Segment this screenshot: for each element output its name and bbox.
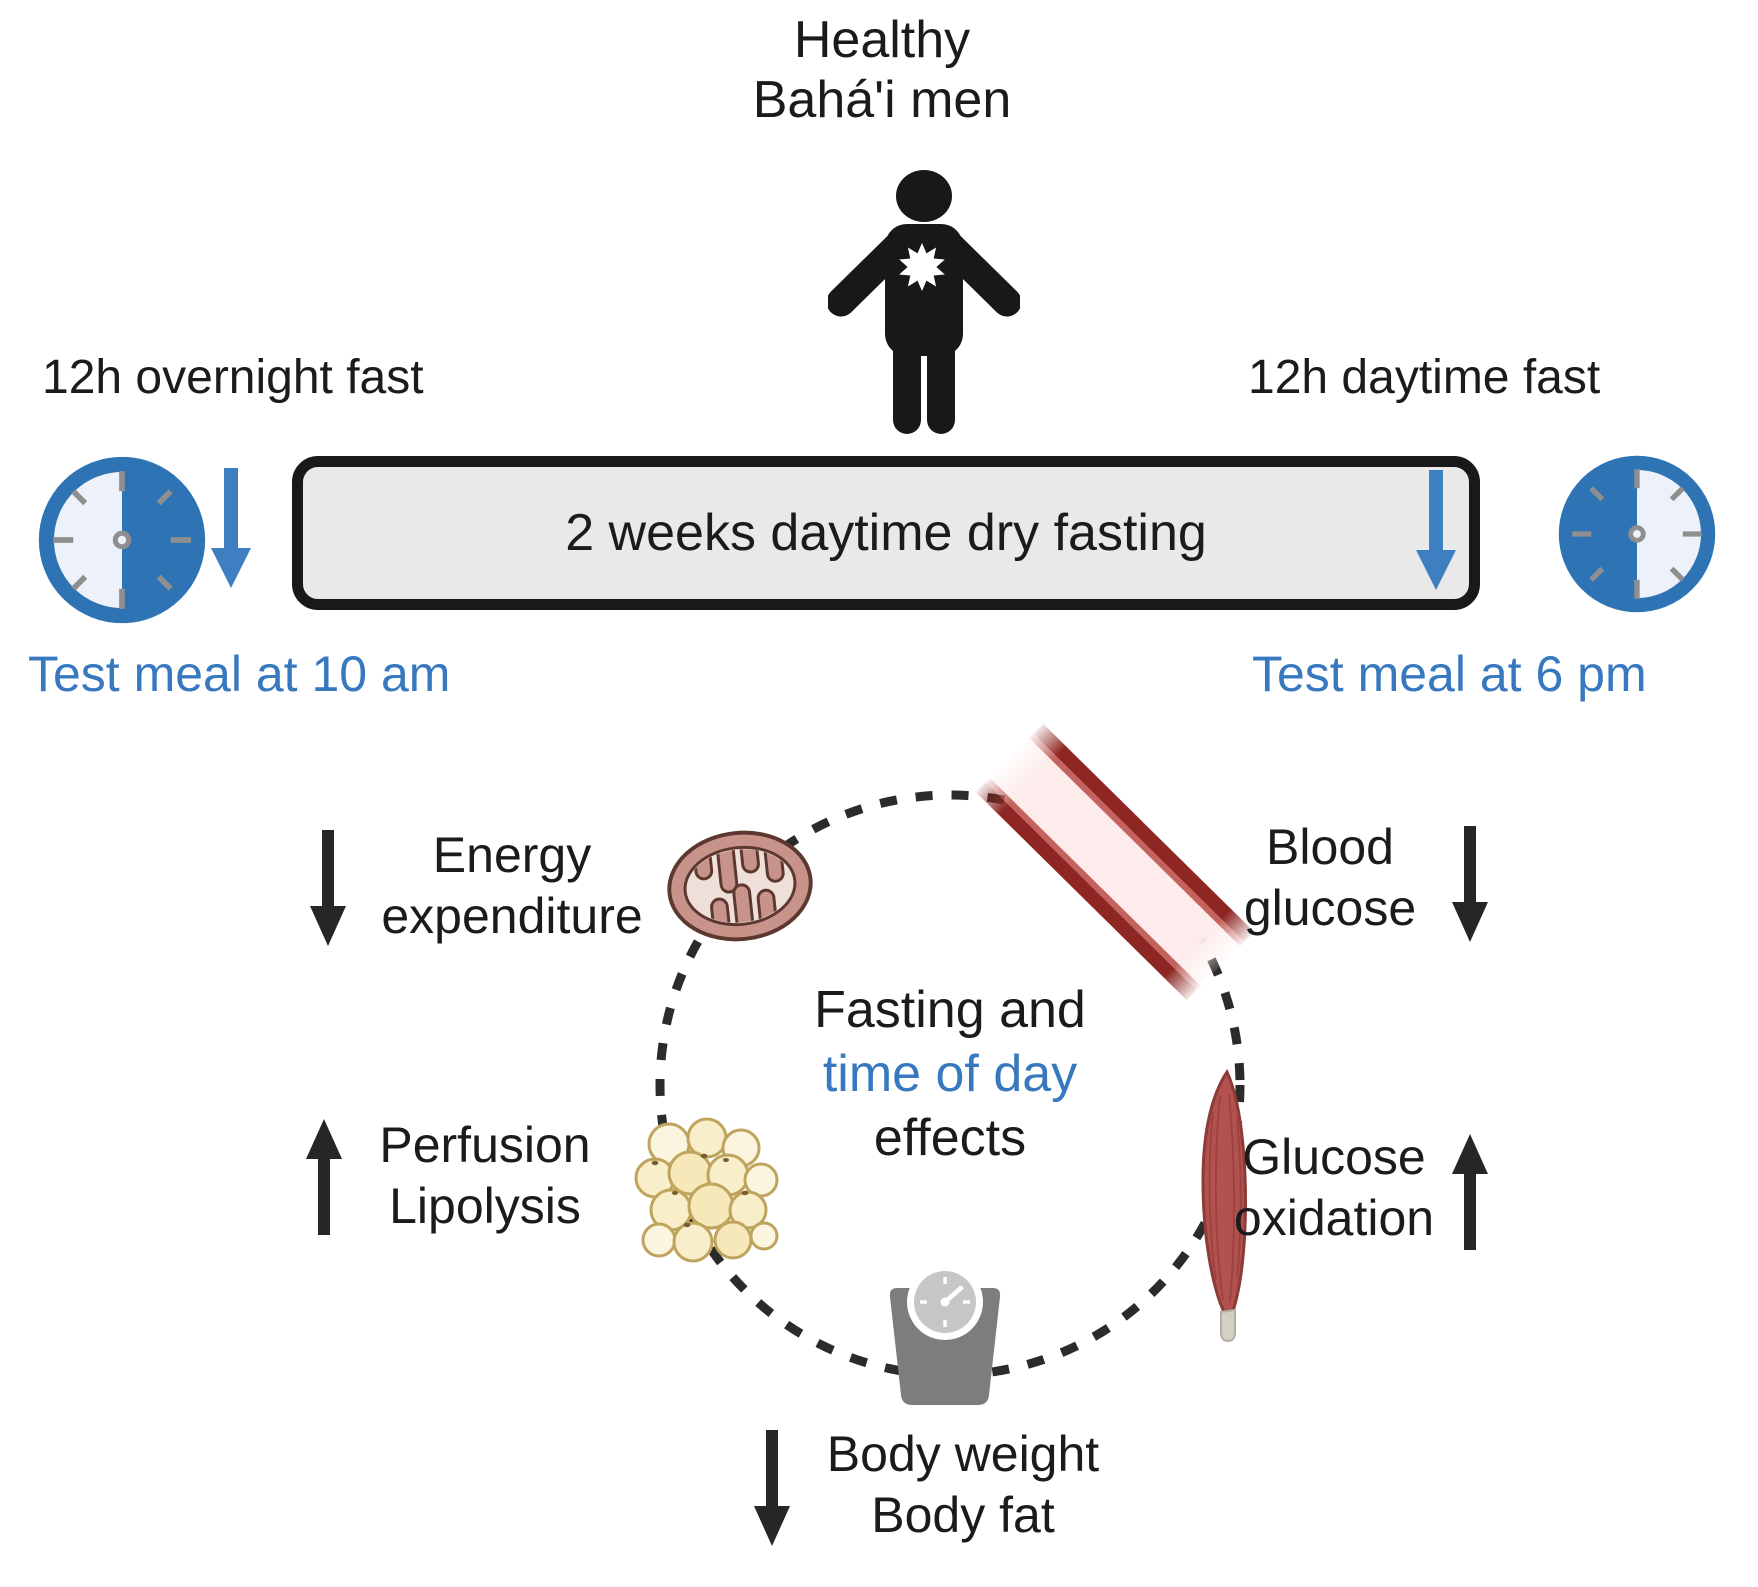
bahai-star-icon (899, 243, 945, 291)
perfusion-lipolysis-label: Perfusion Lipolysis (345, 1115, 625, 1237)
body-fat-line2: Body fat (871, 1487, 1055, 1543)
mitochondrion-icon (667, 830, 813, 942)
blood-glucose-line2: glucose (1243, 880, 1417, 936)
title-line1: Healthy (793, 11, 971, 69)
person-with-star-icon (828, 170, 1020, 434)
glucose-oxidation-line1: Glucose (1242, 1129, 1426, 1185)
meal-time-down-arrow-icon (211, 468, 251, 588)
perfusion-line1: Perfusion (379, 1117, 591, 1173)
fat-cells-icon (634, 1117, 779, 1263)
fasting-box-label: 2 weeks daytime dry fasting (565, 504, 1207, 562)
body-weight-line1: Body weight (826, 1426, 1100, 1482)
blood-vessel-icon (975, 723, 1255, 1001)
blood-glucose-label: Blood glucose (1220, 817, 1440, 939)
lipolysis-line2: Lipolysis (389, 1178, 581, 1234)
decrease-arrow-icon (1452, 826, 1488, 942)
decrease-arrow-icon (754, 1430, 790, 1546)
overnight-fast-label: 12h overnight fast (42, 351, 424, 404)
increase-arrow-icon (1452, 1134, 1488, 1250)
muscle-icon (1201, 1068, 1247, 1343)
glucose-oxidation-line2: oxidation (1233, 1190, 1435, 1246)
center-line2: time of day (822, 1045, 1078, 1103)
glucose-oxidation-label: Glucose oxidation (1214, 1127, 1454, 1249)
blood-glucose-line1: Blood (1266, 819, 1394, 875)
meal-time-down-arrow-icon (1416, 470, 1456, 590)
body-weight-fat-label: Body weight Body fat (793, 1424, 1133, 1546)
center-line1: Fasting and (814, 981, 1086, 1039)
test-meal-left-label: Test meal at 10 am (28, 646, 451, 702)
overnight-clock-icon (38, 456, 206, 624)
daytime-clock-icon (1558, 455, 1716, 613)
daytime-fast-label: 12h daytime fast (1248, 351, 1601, 404)
increase-arrow-icon (306, 1119, 342, 1235)
energy-expenditure-line2: expenditure (381, 888, 643, 944)
fasting-period-box: 2 weeks daytime dry fasting (292, 456, 1480, 610)
figure-title: Healthy Bahá'i men (582, 10, 1182, 130)
energy-expenditure-label: Energy expenditure (352, 825, 672, 947)
center-line3: effects (873, 1109, 1027, 1167)
title-line2: Bahá'i men (752, 71, 1012, 129)
energy-expenditure-line1: Energy (432, 827, 592, 883)
test-meal-right-label: Test meal at 6 pm (1252, 646, 1647, 702)
decrease-arrow-icon (310, 830, 346, 946)
weighing-scale-icon (889, 1264, 1001, 1405)
cycle-center-text: Fasting and time of day effects (750, 978, 1150, 1170)
